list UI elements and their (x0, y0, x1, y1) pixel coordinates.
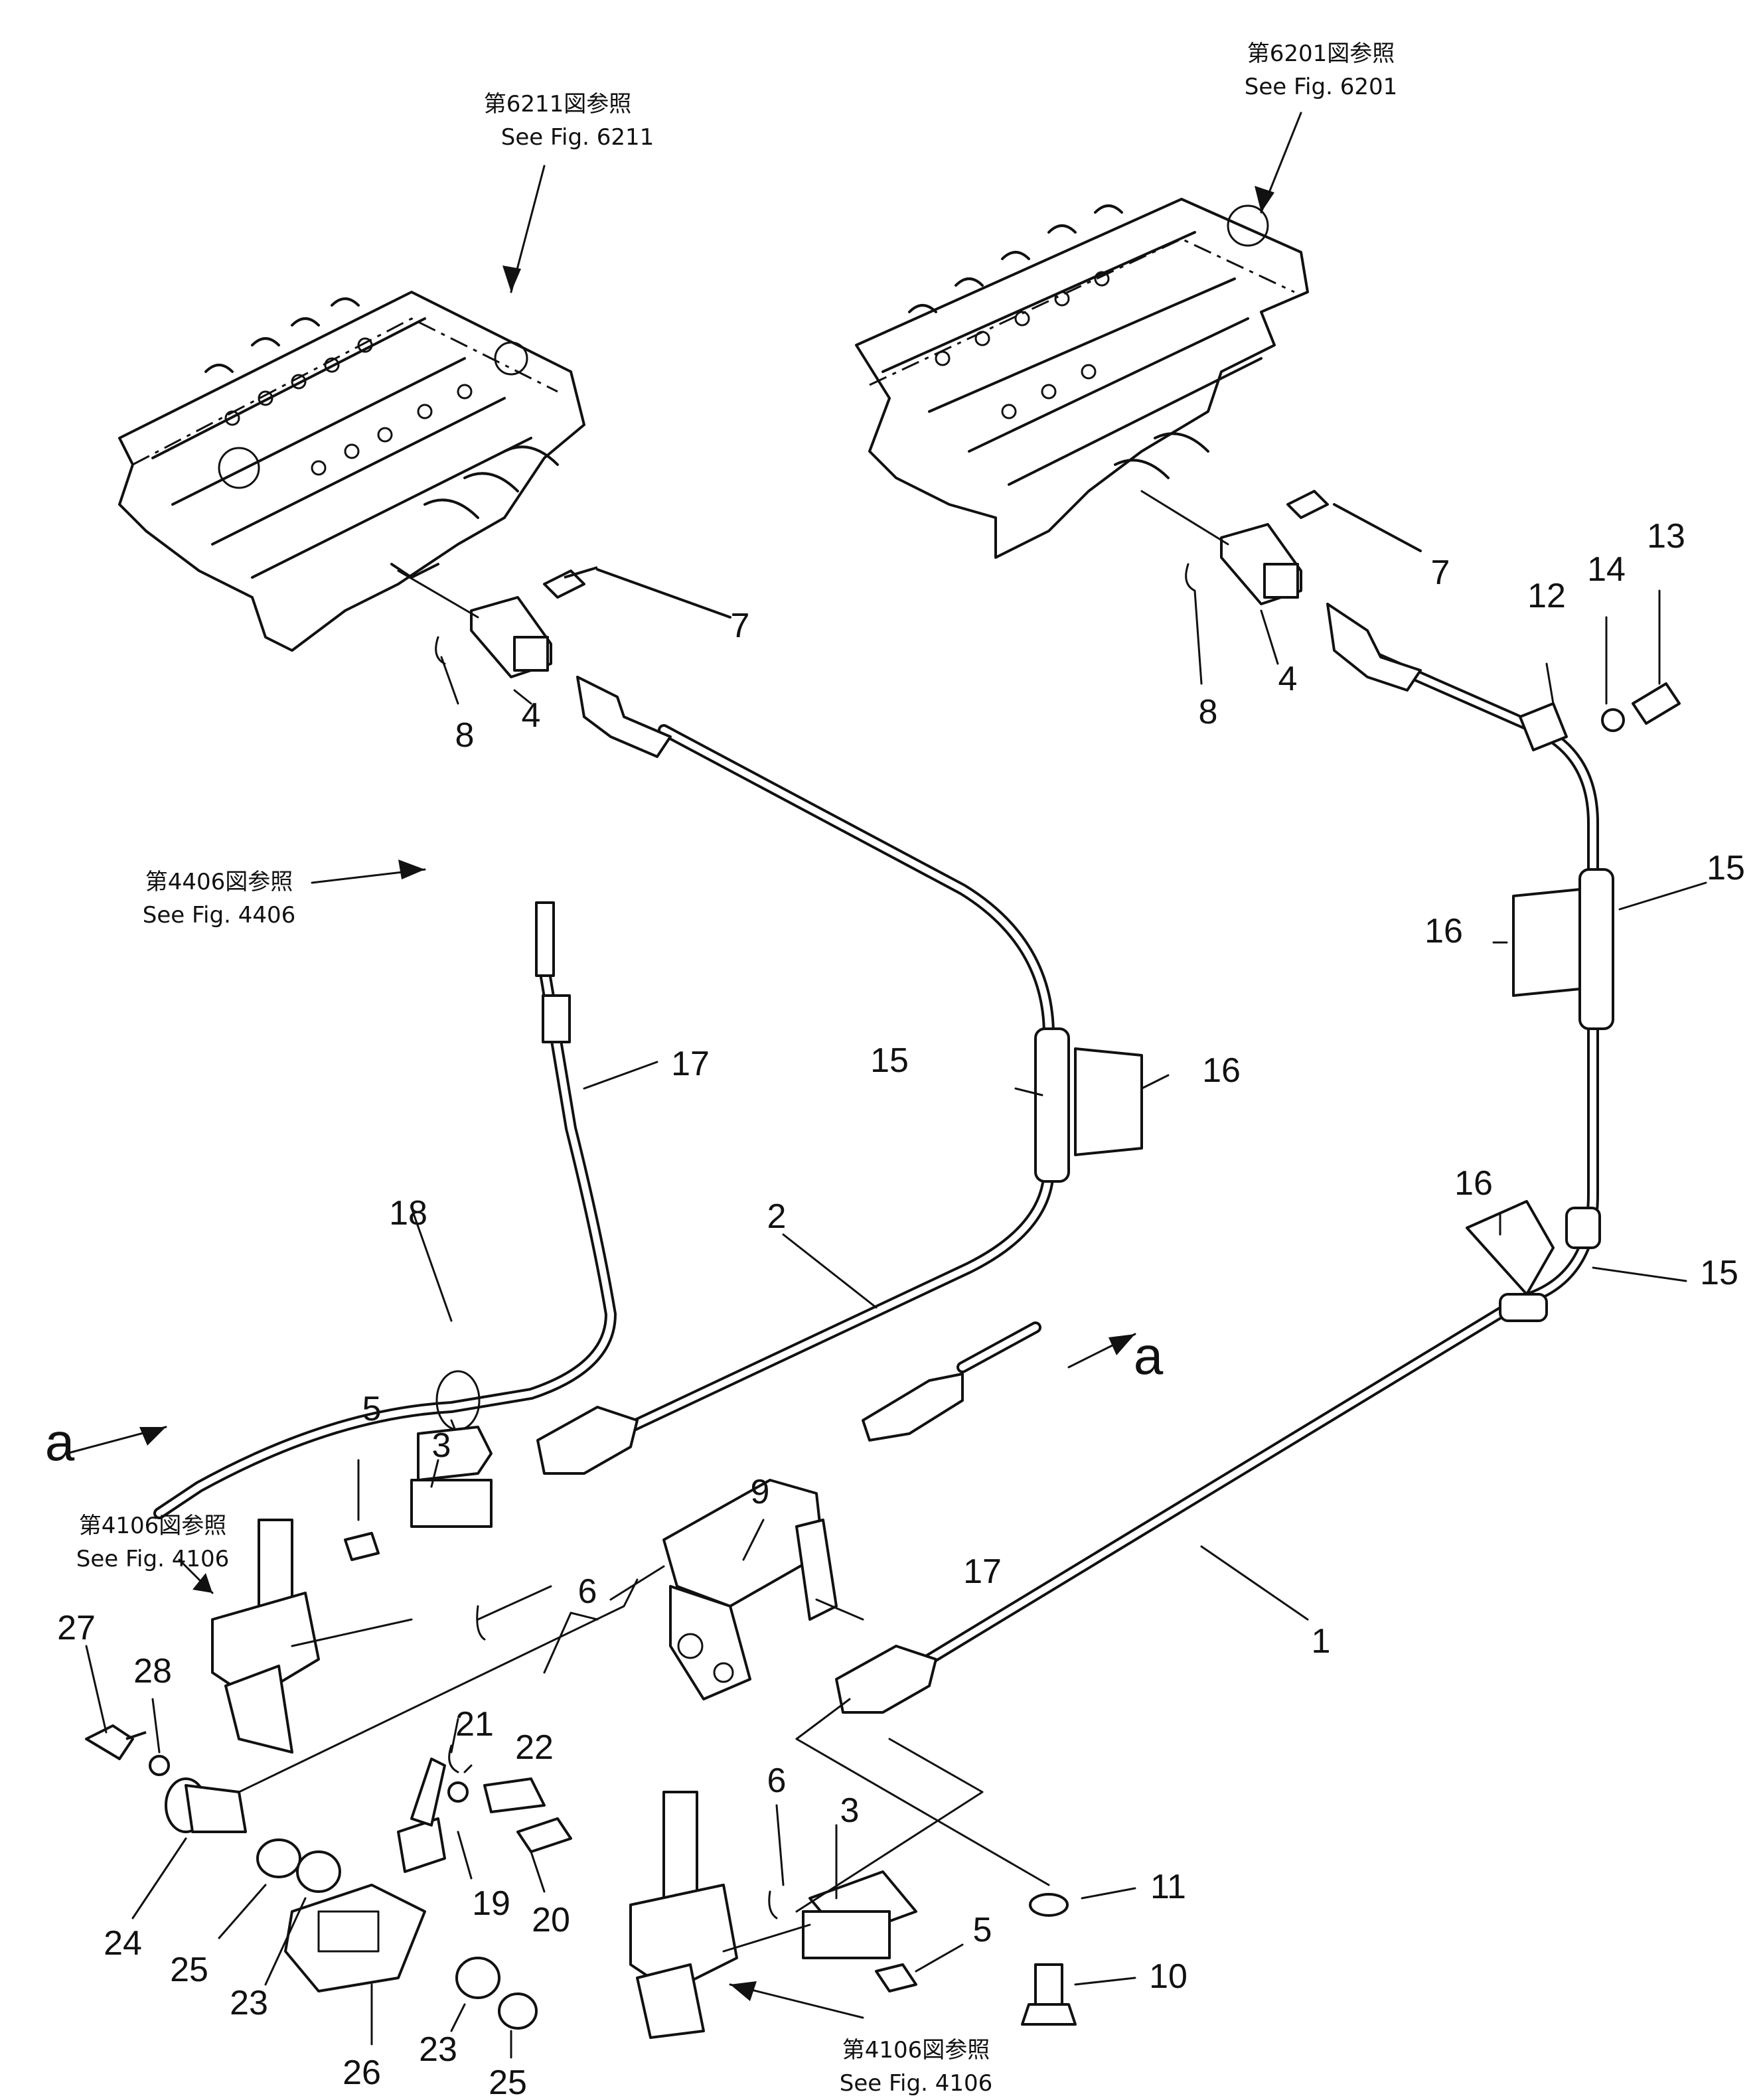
ref-6201-jp: 第6201図参照 (1247, 40, 1395, 67)
part-number-5a: 5 (362, 1390, 382, 1428)
part-numbers: 1 2 3 3 4 4 5 5 6 6 7 7 8 8 9 10 11 12 1… (57, 517, 1745, 2100)
ref-4106b-jp: 第4106図参照 (842, 2037, 990, 2063)
part-number-24: 24 (104, 1924, 142, 1963)
part-number-12: 12 (1527, 577, 1566, 615)
cable-2 (536, 676, 1055, 1475)
lever-left (211, 1426, 493, 1754)
lower-hardware (85, 1578, 639, 2030)
part-number-6a: 6 (578, 1572, 597, 1611)
part-number-4b: 4 (1278, 660, 1298, 698)
connector-a-right: a (1134, 1326, 1164, 1385)
part-number-15a: 15 (1707, 849, 1745, 887)
part-number-9: 9 (751, 1473, 770, 1511)
part-number-26: 26 (343, 2054, 381, 2092)
part-number-16b: 16 (1202, 1051, 1241, 1090)
part-number-4a: 4 (522, 696, 541, 735)
cable-17-lower (862, 1321, 1041, 1442)
cable-17-upper (153, 901, 617, 1519)
part-number-15c: 15 (1700, 1254, 1738, 1292)
ref-6201-en: See Fig. 6201 (1245, 74, 1397, 100)
part-number-16a: 16 (1424, 912, 1463, 950)
leader-arrows (139, 186, 1274, 2001)
ref-4106a-en: See Fig. 4106 (76, 1546, 229, 1572)
part-number-19: 19 (472, 1884, 510, 1923)
part-number-16c: 16 (1454, 1164, 1493, 1203)
clamps (1034, 682, 1681, 1322)
control-valve-right (855, 198, 1309, 559)
part-number-10: 10 (1149, 1957, 1187, 1996)
bracket-9 (662, 1479, 838, 1700)
joint-right (1140, 490, 1422, 685)
part-number-17a: 17 (671, 1045, 710, 1083)
part-number-3b: 3 (840, 1791, 860, 1830)
part-number-15b: 15 (870, 1041, 909, 1080)
part-number-2: 2 (767, 1197, 787, 1236)
part-number-11: 11 (1150, 1868, 1186, 1906)
cable-1 (835, 603, 1599, 1714)
part-number-13: 13 (1647, 517, 1685, 556)
connector-labels: a a (45, 1326, 1164, 1471)
part-number-17b: 17 (963, 1552, 1002, 1591)
ref-6211-en: See Fig. 6211 (501, 124, 654, 151)
part-number-23b: 23 (419, 2030, 457, 2069)
ref-4406-en: See Fig. 4406 (143, 902, 295, 929)
part-number-7b: 7 (1431, 554, 1450, 592)
part-number-7a: 7 (731, 607, 750, 645)
part-number-14: 14 (1587, 550, 1626, 589)
part-number-21: 21 (455, 1705, 494, 1744)
part-number-23a: 23 (230, 1984, 268, 2022)
part-number-28: 28 (133, 1652, 172, 1690)
connector-a-left: a (45, 1412, 75, 1471)
part-number-27: 27 (57, 1609, 96, 1647)
part-number-20: 20 (532, 1901, 570, 1939)
part-number-5b: 5 (973, 1911, 992, 1949)
joint-left (397, 566, 731, 705)
ref-4106b-en: See Fig. 4106 (840, 2070, 992, 2097)
ref-4106a-jp: 第4106図参照 (79, 1513, 227, 1539)
part-number-8b: 8 (1199, 693, 1218, 731)
ref-6211-jp: 第6211図参照 (484, 91, 632, 117)
lever-right (629, 1791, 917, 2039)
part-number-8a: 8 (455, 716, 475, 755)
part-number-1: 1 (1312, 1622, 1331, 1661)
reference-labels: 第6211図参照 See Fig. 6211 第6201図参照 See Fig.… (76, 40, 1397, 2097)
part-number-18: 18 (389, 1194, 427, 1233)
control-valve-left (118, 291, 585, 652)
part-number-6b: 6 (767, 1762, 787, 1800)
assembly-lines (543, 1565, 984, 1913)
part-number-22: 22 (515, 1728, 554, 1767)
part-number-3a: 3 (432, 1426, 451, 1465)
ref-4406-jp: 第4406図参照 (145, 869, 293, 895)
right-hardware (795, 1698, 1077, 2026)
part-number-25a: 25 (170, 1951, 208, 1989)
part-number-25b: 25 (489, 2063, 527, 2100)
